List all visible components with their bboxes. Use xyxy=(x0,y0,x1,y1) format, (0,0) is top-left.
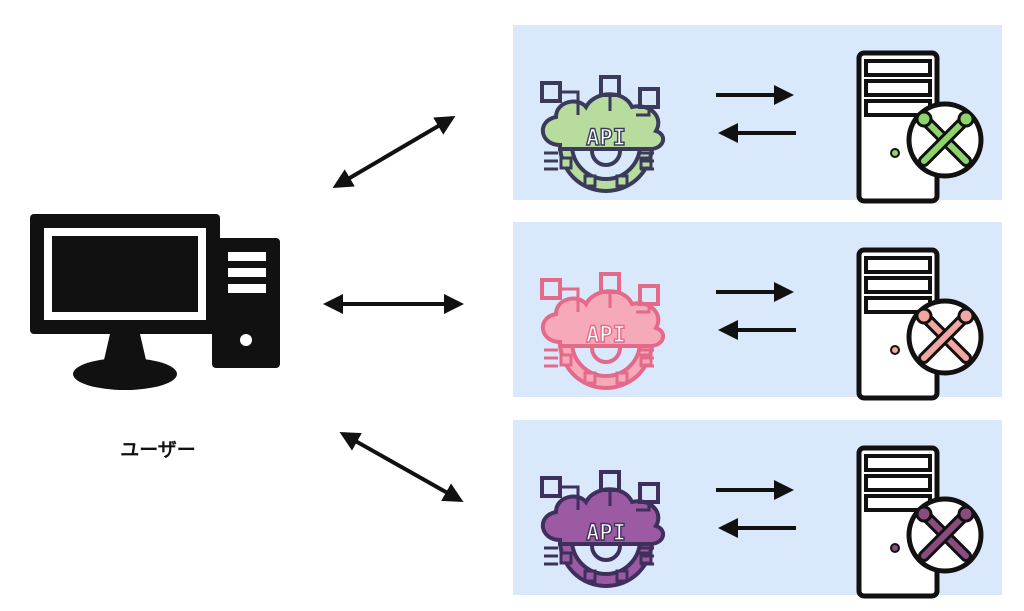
service-row-1: API xyxy=(540,50,984,204)
exchange-arrows xyxy=(716,480,796,538)
connection-arrow-3 xyxy=(339,432,464,502)
api-cloud-gear-icon: API xyxy=(540,75,666,193)
server-maintenance-icon xyxy=(856,445,984,599)
api-label: API xyxy=(586,126,626,151)
desktop-computer-icon xyxy=(30,214,280,390)
server-maintenance-icon xyxy=(856,247,984,401)
api-cloud-gear-icon: API xyxy=(540,272,666,390)
server-maintenance-icon xyxy=(856,50,984,204)
user-label: ユーザー xyxy=(120,439,196,461)
service-row-3: API xyxy=(540,445,984,599)
api-cloud-gear-icon: API xyxy=(540,470,666,588)
exchange-arrows xyxy=(716,282,796,340)
api-label: API xyxy=(586,323,626,348)
connection-arrow-1 xyxy=(332,115,456,189)
service-row-2: API xyxy=(540,247,984,401)
exchange-arrows xyxy=(716,85,796,143)
api-label: API xyxy=(586,521,626,546)
